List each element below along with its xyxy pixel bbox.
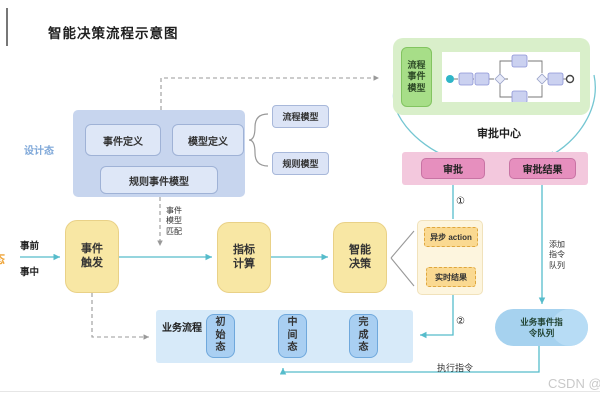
approval-center-label: 审批中心 xyxy=(477,128,521,140)
smart-decision-label: 智能决策 xyxy=(349,243,371,270)
business-event-queue-cylinder: 业务事件指令队列 xyxy=(495,309,588,346)
rule-model-box: 规则模型 xyxy=(272,152,329,175)
page-edge-line xyxy=(6,8,8,46)
bottom-divider xyxy=(0,391,600,392)
process-event-model-label: 流程事件模型 xyxy=(407,60,426,93)
runtime-stage-partial-label: 态 xyxy=(0,250,5,267)
bpmn-gateway-icon xyxy=(494,73,506,85)
process-event-model-box: 流程事件模型 xyxy=(401,47,432,107)
metric-calc-label: 指标计算 xyxy=(233,243,255,270)
bpmn-mini-diagram xyxy=(446,54,575,102)
bpmn-gateway-icon xyxy=(536,73,548,85)
action-to-business-line xyxy=(420,295,454,339)
realtime-result-box: 实时结果 xyxy=(426,267,476,287)
bpmn-end-event-icon xyxy=(565,74,575,84)
metric-calc-box: 指标计算 xyxy=(217,222,271,293)
state-middle-box: 中间态 xyxy=(278,314,307,358)
approve-box: 审批 xyxy=(421,158,485,179)
business-flow-label: 业务流程 xyxy=(162,323,202,334)
decision-action-bracket xyxy=(390,230,415,287)
state-done-label: 完成态 xyxy=(358,317,369,354)
event-definition-box: 事件定义 xyxy=(85,124,161,156)
bpmn-task-icon xyxy=(458,72,474,86)
state-middle-label: 中间态 xyxy=(287,317,298,354)
pre-event-label: 事前 xyxy=(20,241,40,252)
model-definition-box: 模型定义 xyxy=(172,124,244,156)
approve-result-box: 审批结果 xyxy=(509,158,576,179)
state-done-box: 完成态 xyxy=(349,314,378,358)
state-initial-label: 初始态 xyxy=(215,317,226,354)
execute-command-label: 执行指令 xyxy=(437,363,474,373)
business-event-queue-label: 业务事件指令队列 xyxy=(520,316,563,338)
page-title: 智能决策流程示意图 xyxy=(48,26,179,41)
enqueue-label: 添加指令队列 xyxy=(549,240,565,270)
bpmn-task-icon xyxy=(547,72,564,86)
cylinder-cap xyxy=(551,309,588,346)
design-to-model-dashed-connector xyxy=(160,75,379,110)
bpmn-preview xyxy=(442,52,580,102)
event-trigger-label: 事件触发 xyxy=(81,242,103,269)
smart-decision-box: 智能决策 xyxy=(333,222,387,293)
watermark: CSDN @ xyxy=(548,376,600,391)
design-models-brace xyxy=(248,113,269,167)
step-2-marker: ② xyxy=(456,316,465,327)
bpmn-start-event-icon xyxy=(446,75,454,83)
design-stage-label: 设计态 xyxy=(24,146,54,157)
rule-event-model-box: 规则事件模型 xyxy=(100,166,218,194)
async-action-box: 异步 action xyxy=(424,227,478,247)
mid-event-label: 事中 xyxy=(20,267,40,278)
trigger-to-business-dashed-connector xyxy=(91,293,149,340)
bpmn-task-icon xyxy=(511,54,528,68)
bpmn-task-icon xyxy=(474,72,490,86)
bpmn-task-icon xyxy=(511,90,528,102)
step-1-marker: ① xyxy=(456,196,465,207)
state-initial-box: 初始态 xyxy=(206,314,235,358)
event-trigger-box: 事件触发 xyxy=(65,220,119,293)
event-model-match-label: 事件模型匹配 xyxy=(166,206,182,236)
process-model-box: 流程模型 xyxy=(272,105,329,128)
